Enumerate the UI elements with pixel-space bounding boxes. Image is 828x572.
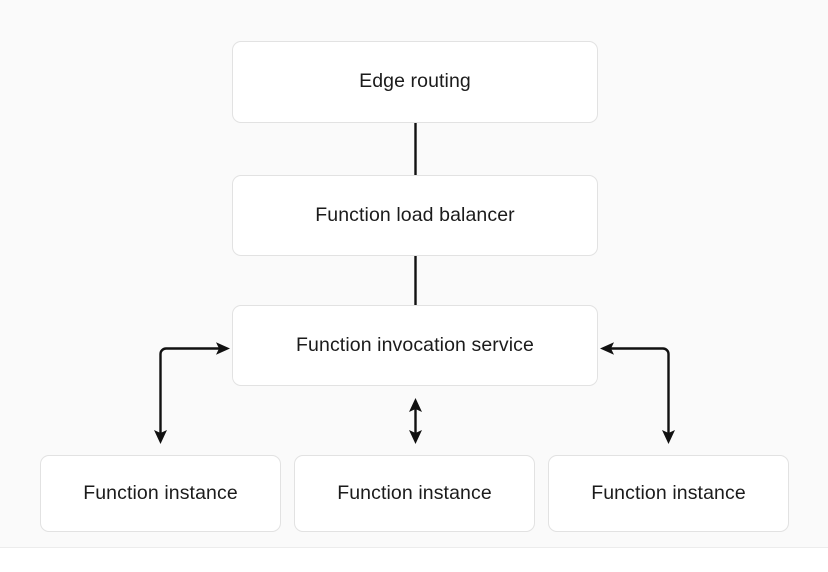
connector-invocation-to-instance-left (154, 342, 230, 444)
node-function-instance-center-label: Function instance (337, 481, 492, 504)
connector-invocation-to-instance-right (600, 342, 675, 444)
diagram-canvas: Edge routing Function load balancer Func… (0, 41, 828, 548)
arrow-head-up-center-icon (409, 398, 422, 412)
node-function-instance-right[interactable]: Function instance (548, 455, 789, 532)
node-function-load-balancer[interactable]: Function load balancer (232, 175, 598, 256)
node-function-invocation-service-label: Function invocation service (296, 333, 534, 356)
arrow-head-down-left-icon (154, 430, 167, 444)
arrow-head-down-right-icon (662, 430, 675, 444)
node-function-instance-left-label: Function instance (83, 481, 238, 504)
node-function-instance-center[interactable]: Function instance (294, 455, 535, 532)
arrow-head-down-center-icon (409, 430, 422, 444)
node-function-instance-right-label: Function instance (591, 481, 746, 504)
arrow-head-right-icon (216, 342, 230, 355)
node-edge-routing[interactable]: Edge routing (232, 41, 598, 123)
node-function-invocation-service[interactable]: Function invocation service (232, 305, 598, 386)
arrow-head-left-icon (600, 342, 614, 355)
node-function-load-balancer-label: Function load balancer (315, 203, 515, 226)
node-function-instance-left[interactable]: Function instance (40, 455, 281, 532)
connector-invocation-to-instance-center (409, 398, 422, 444)
node-edge-routing-label: Edge routing (359, 70, 471, 93)
